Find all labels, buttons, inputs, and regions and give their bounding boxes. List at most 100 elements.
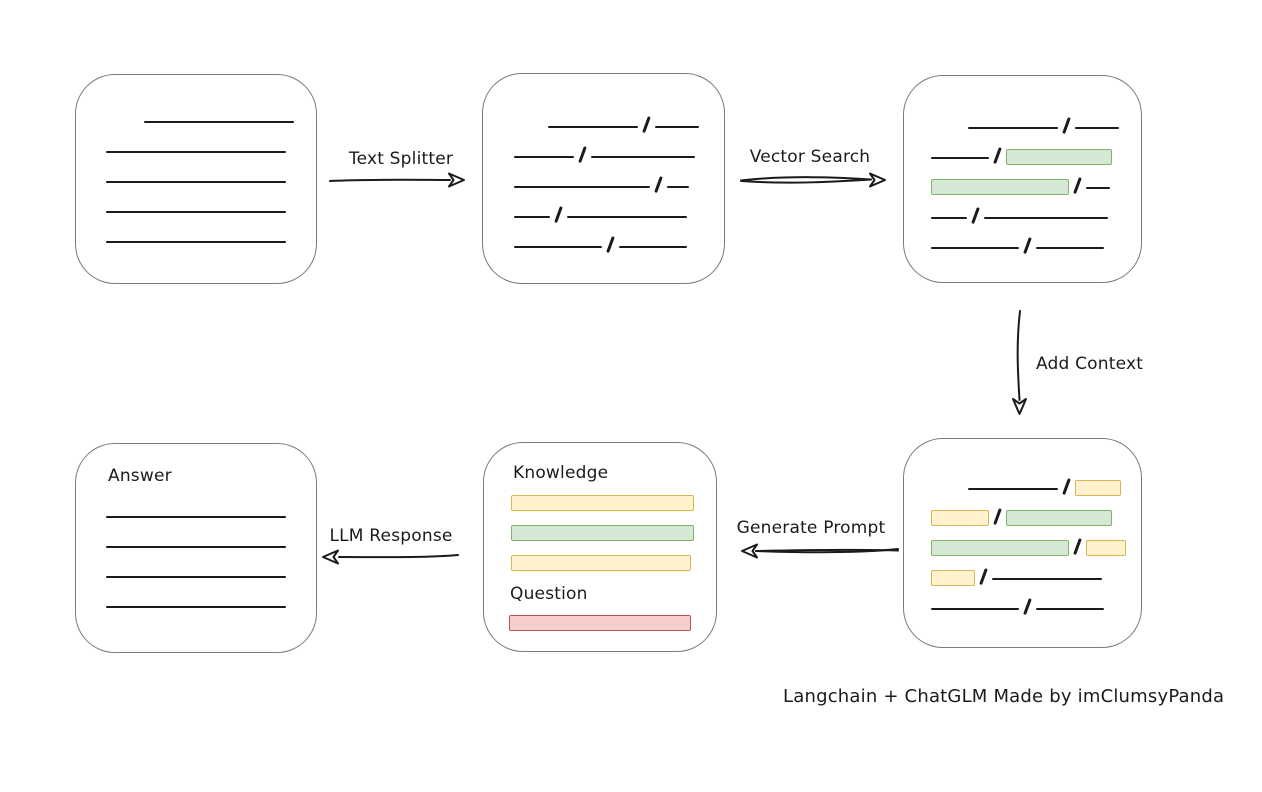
answer-box: Answer (75, 443, 317, 653)
chunk-row (106, 129, 316, 159)
answer-lines (106, 494, 286, 614)
chunk-slash (1062, 117, 1071, 134)
chunk-highlight-green (931, 540, 1069, 556)
chunk-row (931, 496, 1141, 526)
chunk-row (931, 105, 1141, 135)
chunk-line (566, 216, 687, 218)
vector-search-label: Vector Search (749, 147, 871, 167)
chunk-row (509, 615, 691, 631)
search-results-box (903, 75, 1142, 283)
chunk-row (931, 526, 1141, 556)
chunk-highlight-green (1005, 149, 1112, 165)
chunk-line (618, 246, 687, 248)
chunk-line (1085, 187, 1110, 189)
chunk-line (968, 488, 1058, 490)
chunk-line (666, 186, 689, 188)
chunk-row (931, 586, 1141, 616)
chunk-slash (654, 176, 663, 193)
text-splitter-arrow (329, 172, 465, 188)
chunk-row (106, 99, 316, 129)
chunk-row (931, 135, 1141, 165)
chunk-line (106, 606, 286, 608)
chunk-line (590, 156, 695, 158)
chunk-highlight-green (1005, 510, 1112, 526)
llm-response-arrow (322, 549, 459, 565)
chunk-line (991, 578, 1102, 580)
chunk-line (548, 126, 638, 128)
chunk-line (106, 241, 286, 243)
chunk-highlight-yellow (511, 555, 691, 571)
chunk-row (106, 189, 316, 219)
chunk-row (931, 225, 1141, 255)
chunk-slash (606, 236, 615, 253)
chunk-line (983, 217, 1108, 219)
chunk-row (931, 556, 1141, 586)
chunk-slash (578, 146, 587, 163)
chunk-slash (1023, 598, 1032, 615)
chunk-row (514, 194, 724, 224)
chunk-row (514, 134, 724, 164)
chunk-line (931, 247, 1019, 249)
chunk-line (1074, 127, 1119, 129)
chunk-row (931, 466, 1141, 496)
chunk-highlight-yellow (511, 495, 694, 511)
split-chunks-lines (483, 74, 724, 254)
chunk-row (514, 104, 724, 134)
chunk-row (106, 584, 286, 614)
chunk-row (931, 165, 1141, 195)
chunk-highlight-red (509, 615, 691, 631)
text-splitter-label: Text Splitter (348, 149, 454, 169)
chunk-row (514, 164, 724, 194)
chunk-line (106, 546, 286, 548)
chunk-row (931, 195, 1141, 225)
split-chunks-box (482, 73, 725, 284)
chunk-row (106, 159, 316, 189)
question-bars (509, 615, 691, 631)
chunk-line (514, 186, 650, 188)
vector-search-arrow (740, 172, 886, 188)
chunk-line (106, 211, 286, 213)
chunk-line (931, 157, 989, 159)
chunk-highlight-yellow (1085, 540, 1126, 556)
chunk-line (514, 156, 574, 158)
chunk-highlight-yellow (931, 570, 975, 586)
chunk-line (106, 181, 286, 183)
chunk-row (511, 555, 694, 571)
generate-prompt-label: Generate Prompt (736, 518, 886, 538)
chunk-line (514, 216, 550, 218)
chunk-line (968, 127, 1058, 129)
chunk-line (106, 576, 286, 578)
chunk-row (106, 494, 286, 524)
chunk-line (931, 217, 967, 219)
chunk-slash (979, 568, 988, 585)
chunk-row (514, 224, 724, 254)
document-box (75, 74, 317, 284)
context-chunks-lines (904, 439, 1141, 616)
add-context-label: Add Context (1036, 354, 1144, 374)
answer-label: Answer (108, 466, 172, 486)
question-label: Question (510, 584, 588, 604)
chunk-line (1035, 608, 1104, 610)
chunk-slash (971, 207, 980, 224)
chunk-line (654, 126, 699, 128)
document-lines (76, 75, 316, 249)
chunk-slash (1073, 538, 1082, 555)
chunk-slash (554, 206, 563, 223)
chunk-row (511, 495, 694, 511)
chunk-line (144, 121, 294, 123)
chunk-slash (993, 508, 1002, 525)
chunk-slash (1073, 177, 1082, 194)
chunk-line (931, 608, 1019, 610)
credit-caption: Langchain + ChatGLM Made by imClumsyPand… (783, 686, 1225, 707)
llm-response-label: LLM Response (329, 526, 453, 546)
chunk-row (511, 525, 694, 541)
knowledge-bars (511, 495, 694, 571)
knowledge-label: Knowledge (513, 463, 609, 483)
chunk-slash (1062, 478, 1071, 495)
chunk-highlight-green (931, 179, 1069, 195)
chunk-line (106, 151, 286, 153)
chunk-highlight-yellow (931, 510, 989, 526)
prompt-box: Knowledge Question (483, 442, 717, 652)
search-results-lines (904, 76, 1141, 255)
